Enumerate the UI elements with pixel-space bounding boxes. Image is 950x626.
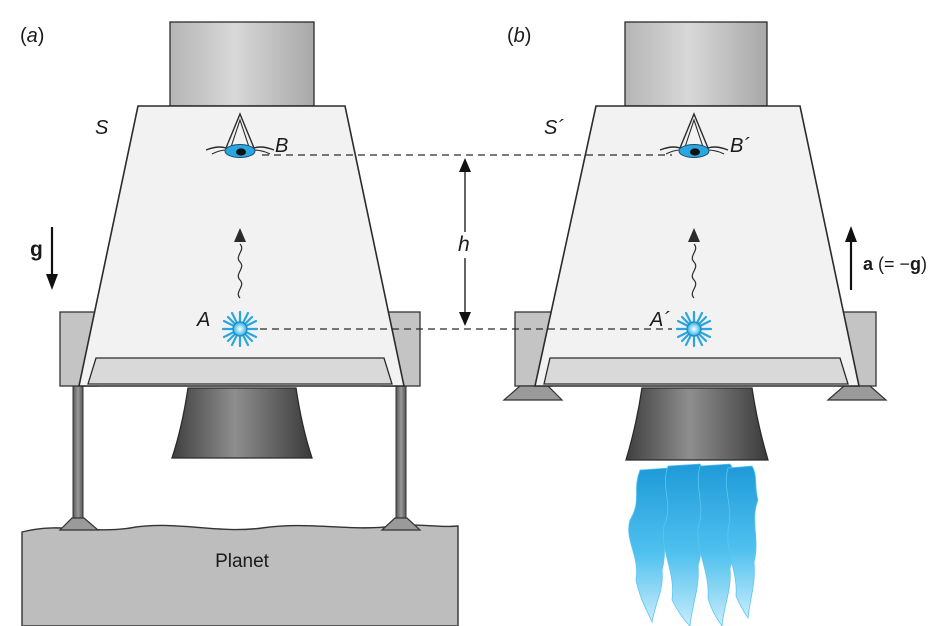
height-dimension — [452, 158, 478, 326]
rocket-exhaust — [628, 463, 759, 626]
planet-label: Planet — [215, 551, 270, 572]
cabin-floor — [543, 357, 849, 385]
gravity-label: g — [30, 238, 43, 261]
panel-a — [21, 21, 459, 626]
gravity-arrow — [46, 227, 58, 290]
photon-wave-arrow — [234, 228, 246, 299]
foot-pad-right — [826, 385, 888, 401]
acceleration-arrow — [845, 226, 857, 290]
acceleration-label: a (= −g) — [863, 254, 927, 274]
foot-pad-right — [380, 517, 422, 531]
observer-eye — [659, 112, 729, 158]
observer-eye — [205, 112, 275, 158]
planet-surface — [21, 524, 459, 626]
foot-pad-left — [502, 385, 564, 401]
panel-b-tag: (b) — [507, 25, 531, 47]
panel-a-tag: (a) — [20, 25, 44, 47]
panel-b — [502, 21, 888, 626]
source-label-a-prime: A´ — [649, 309, 670, 331]
rocket-nozzle — [625, 387, 769, 461]
landing-leg-right — [395, 385, 407, 521]
landing-leg-left — [72, 385, 84, 521]
frame-label-s-prime: S´ — [544, 117, 564, 139]
light-source — [221, 310, 259, 348]
rocket-nozzle — [171, 387, 313, 459]
height-label: h — [458, 233, 470, 256]
photon-wave-arrow — [688, 228, 700, 299]
cabin-floor — [87, 357, 393, 385]
foot-pad-left — [58, 517, 100, 531]
light-source — [675, 310, 713, 348]
top-module — [624, 21, 768, 107]
reference-lines — [260, 154, 672, 330]
observer-label-b: B — [275, 135, 288, 157]
cabin — [534, 105, 860, 387]
frame-label-s: S — [95, 117, 109, 139]
top-module — [169, 21, 315, 107]
observer-label-b-prime: B´ — [730, 135, 750, 157]
source-label-a: A — [196, 309, 210, 331]
